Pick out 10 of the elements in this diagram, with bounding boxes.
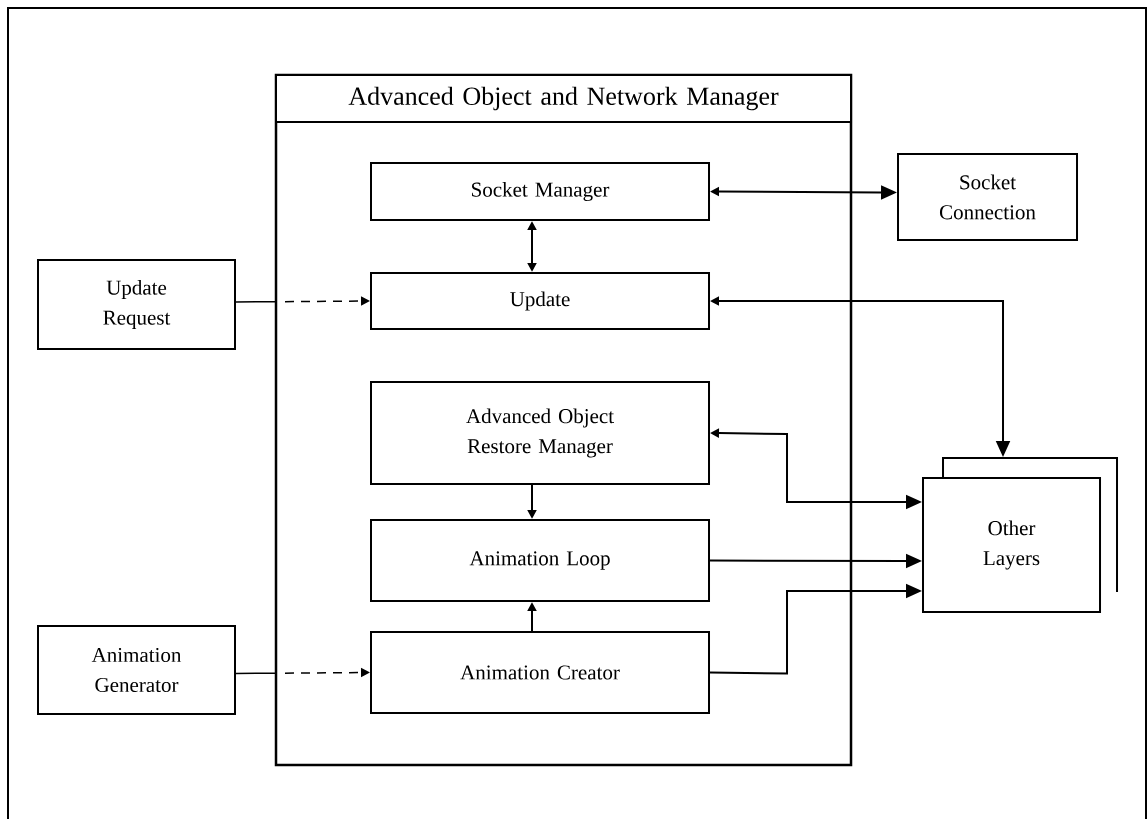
- process-box: Animation Creator: [370, 631, 710, 714]
- process-box: Update Request: [37, 259, 236, 350]
- process-box: Socket Manager: [370, 162, 710, 221]
- process-box: Animation Generator: [37, 625, 236, 715]
- arrow: [235, 296, 370, 306]
- process-box: Animation Loop: [370, 519, 710, 602]
- stacked-layer-box: Other Layers: [922, 457, 1118, 613]
- process-box: Socket Connection: [897, 153, 1078, 241]
- process-box: Update: [370, 272, 710, 330]
- process-box: Advanced Object Restore Manager: [370, 381, 710, 485]
